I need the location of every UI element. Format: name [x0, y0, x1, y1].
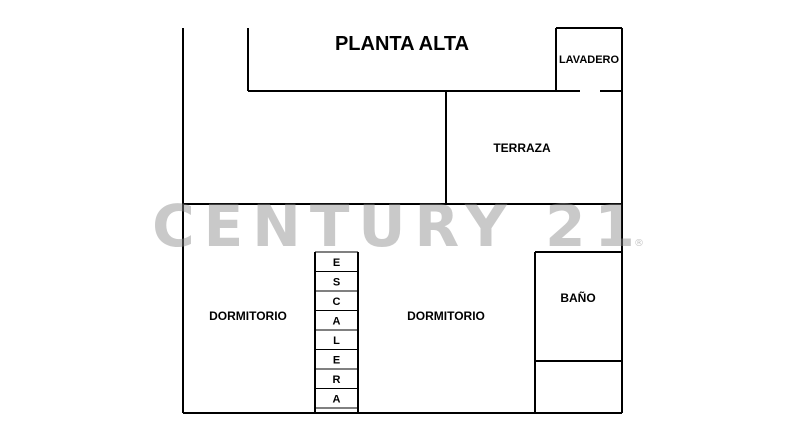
- stair-letter: A: [333, 393, 341, 405]
- stair-letter: C: [333, 296, 341, 308]
- stair-letter: R: [333, 374, 341, 386]
- stair-letter: E: [333, 354, 340, 366]
- stair-letter: A: [333, 315, 341, 327]
- century21-watermark: CENTURY 21: [152, 192, 644, 260]
- stair-letter: S: [333, 276, 340, 288]
- walls: [182, 27, 623, 414]
- room-label-dormitorio-left: DORMITORIO: [209, 309, 287, 323]
- plan-title: PLANTA ALTA: [335, 33, 469, 55]
- registered-mark: ®: [634, 238, 644, 249]
- stair-letter: E: [333, 257, 340, 269]
- room-label-lavadero: LAVADERO: [559, 54, 620, 66]
- room-label-bano: BAÑO: [560, 290, 595, 305]
- stair-letter: L: [333, 335, 340, 347]
- room-label-terraza: TERRAZA: [493, 141, 551, 155]
- room-label-dormitorio-center: DORMITORIO: [407, 309, 485, 323]
